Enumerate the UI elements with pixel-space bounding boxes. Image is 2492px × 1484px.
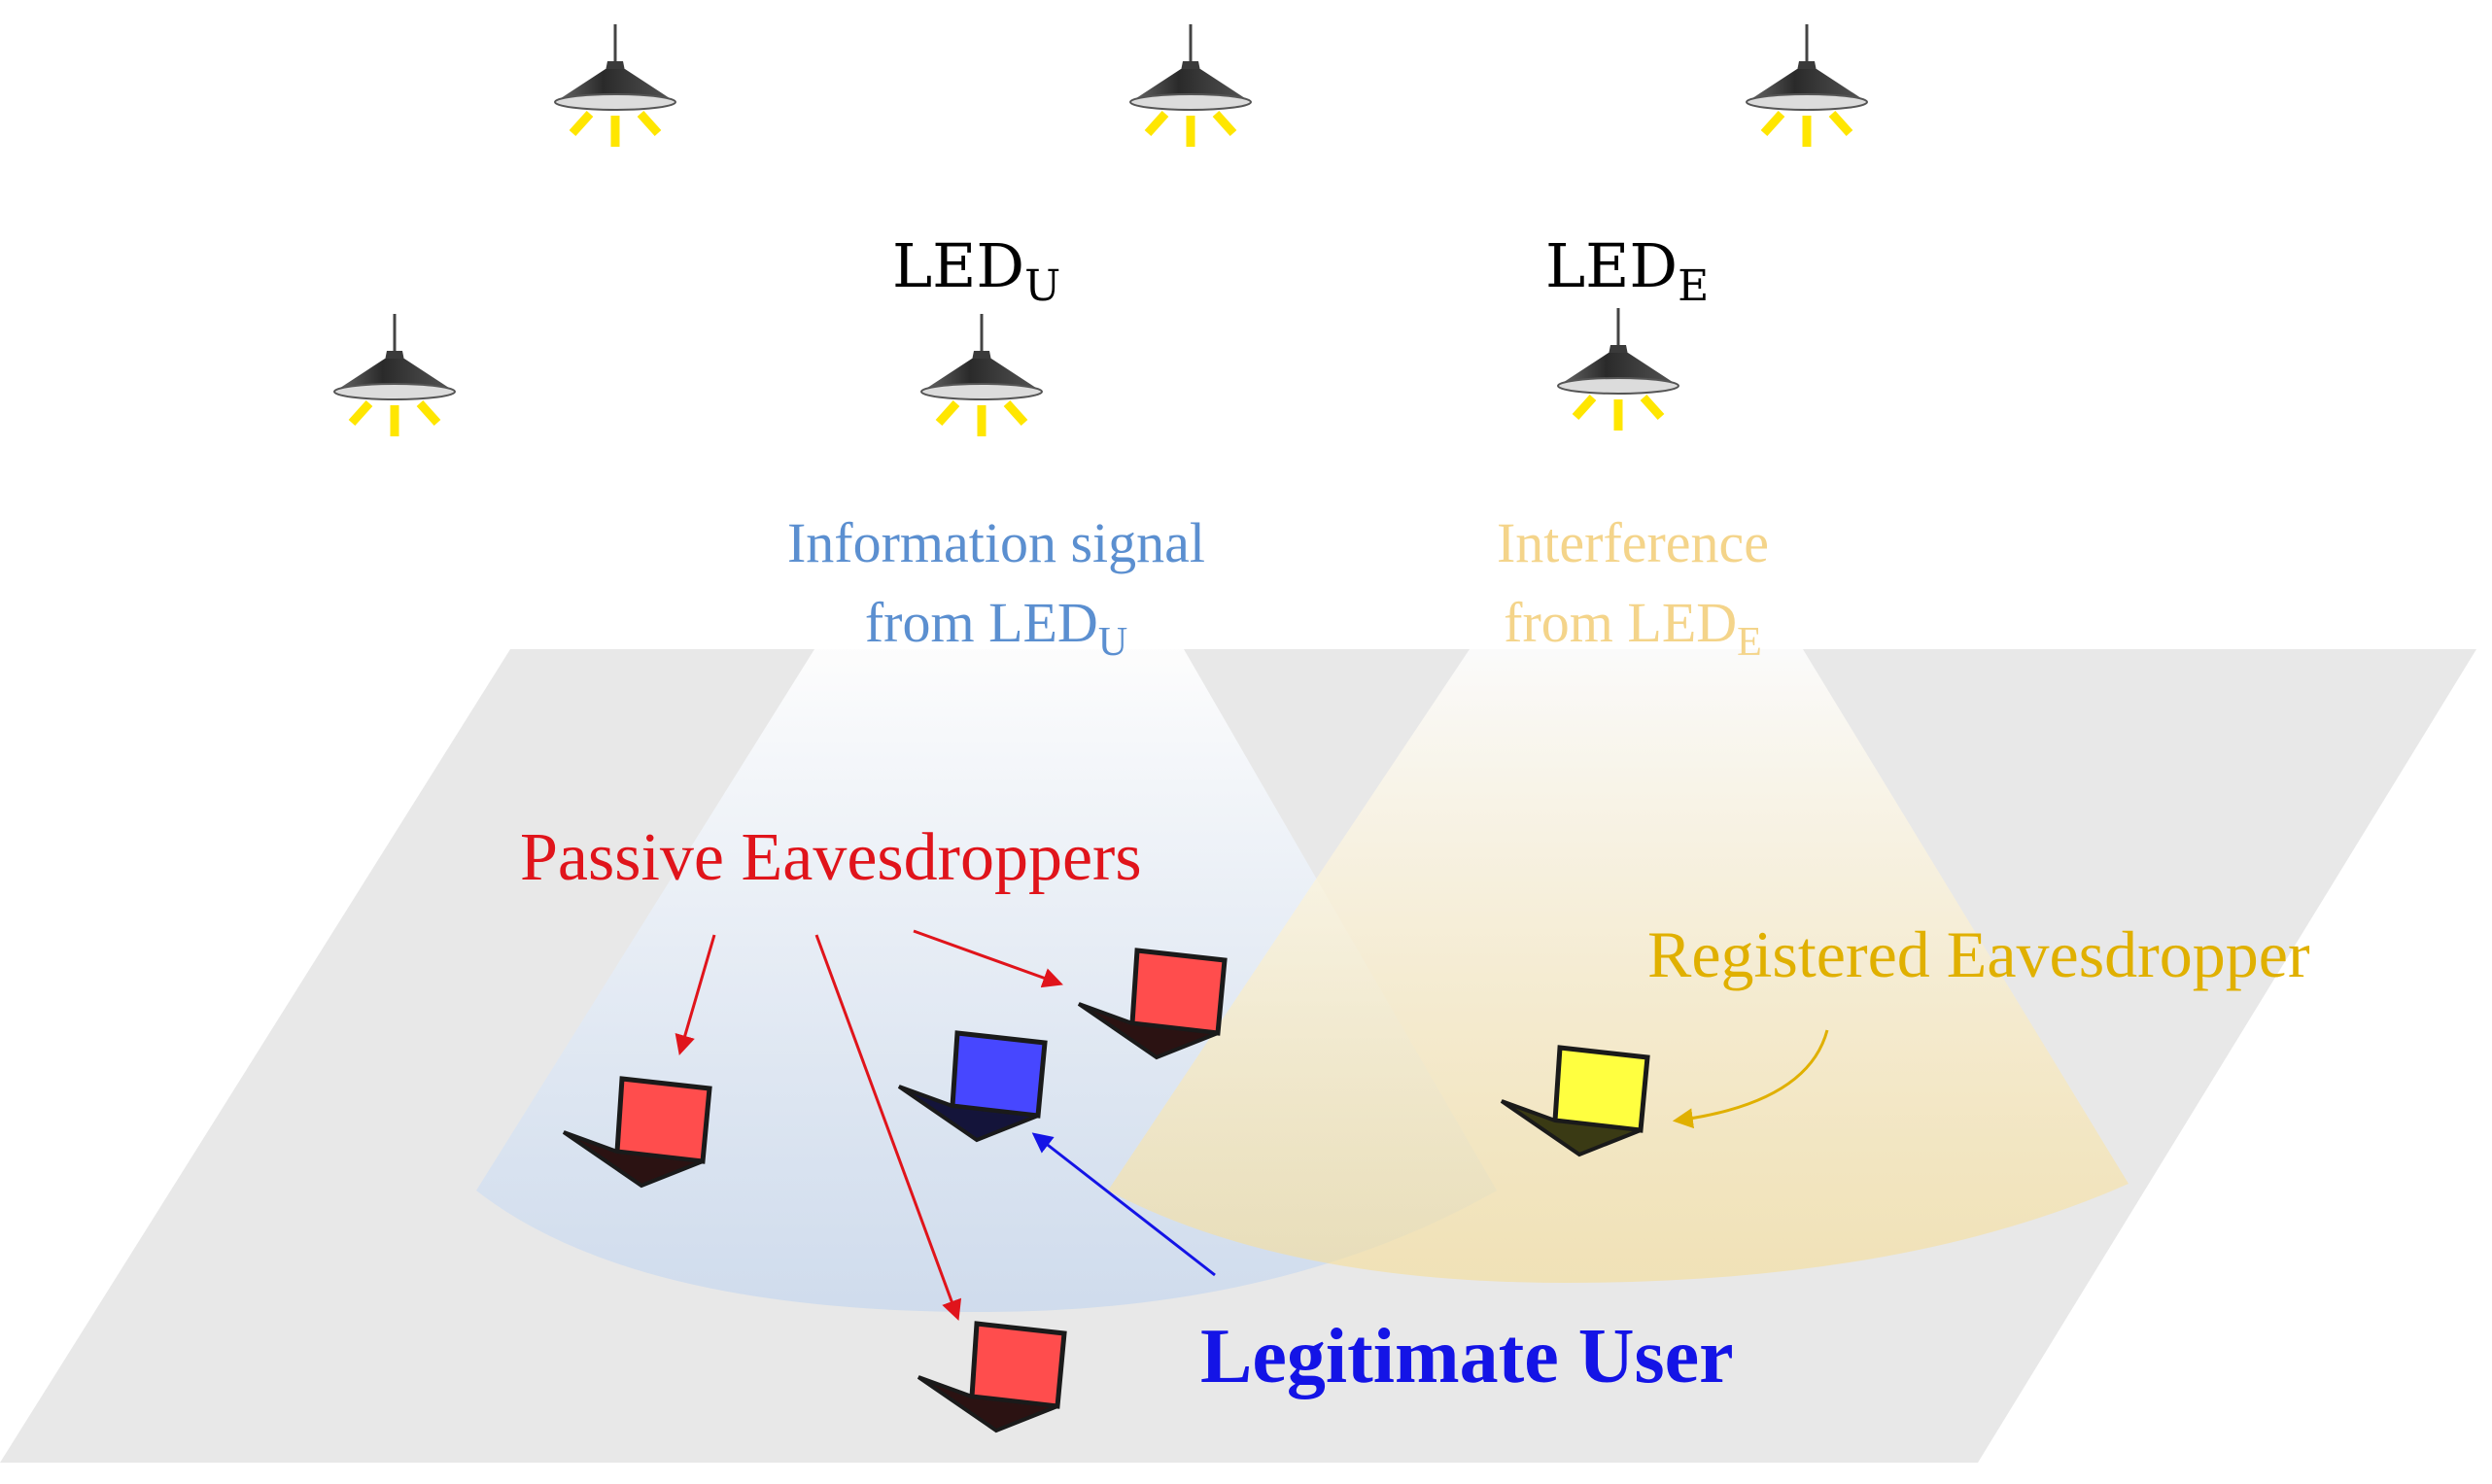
passive-arrow [913, 929, 1063, 988]
ceiling-lamp-icon [1747, 24, 1867, 147]
led-u-lamp-icon [921, 314, 1042, 436]
passive-arrow [675, 934, 716, 1056]
information-signal-source-label: from LEDU [865, 591, 1127, 665]
registered-eavesdropper-label: Registered Eavesdropper [1647, 917, 2310, 991]
passive-eavesdropper-laptop-icon [917, 1321, 1067, 1433]
passive-arrow [814, 934, 962, 1321]
ceiling-lamp-icon [555, 24, 675, 147]
interference-source-label: from LEDE [1504, 591, 1762, 665]
led-e-lamp-icon [1558, 308, 1679, 431]
interference-beam [1108, 649, 2129, 1283]
passive-eavesdroppers-label: Passive Eavesdroppers [520, 820, 1142, 895]
ceiling-lamp-icon [1130, 24, 1251, 147]
interference-label: Interference [1497, 511, 1769, 574]
legitimate-user-label: Legitimate User [1200, 1314, 1734, 1399]
legitimate-arrow [1031, 1132, 1216, 1277]
passive-eavesdropper-laptop-icon [1077, 948, 1228, 1060]
registered-arrow [1672, 1029, 1829, 1129]
ceiling-lamp-icon [334, 314, 455, 436]
registered-eavesdropper-laptop-icon [1500, 1045, 1650, 1157]
led-u-label: LEDU [892, 230, 1060, 311]
information-signal-label: Information signal [787, 511, 1205, 574]
led-e-label: LEDE [1545, 230, 1709, 311]
passive-eavesdropper-laptop-icon [562, 1076, 712, 1189]
legitimate-user-laptop-icon [897, 1030, 1048, 1143]
